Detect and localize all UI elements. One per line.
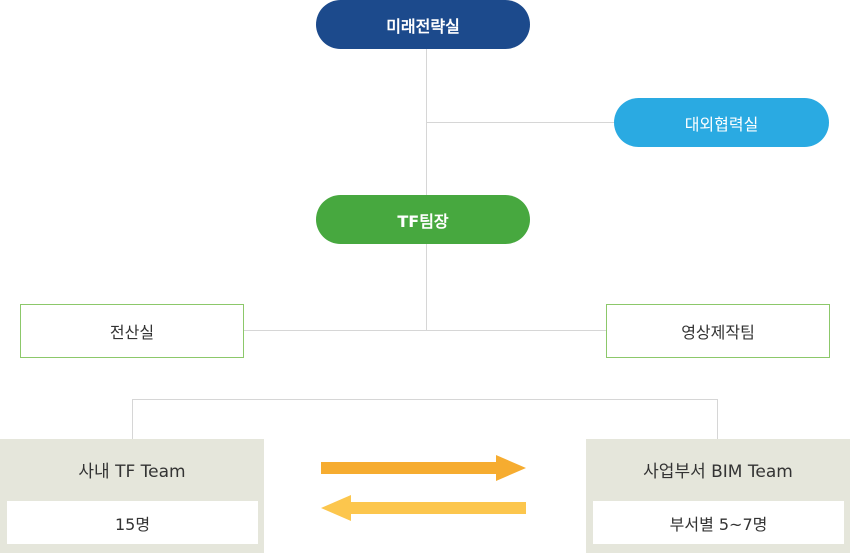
- bim-team-title: 사업부서 BIM Team: [643, 462, 793, 482]
- connector-side-horizontal: [243, 330, 607, 331]
- bim-team-box: 사업부서 BIM Team 부서별 5~7명: [586, 439, 850, 553]
- connector-main-vertical-bottom: [426, 242, 427, 331]
- tf-lead-label: TF팀장: [397, 211, 449, 231]
- internal-tf-team-count: 15명: [114, 514, 151, 534]
- left-arrow-icon: [321, 495, 526, 521]
- tf-lead-node: TF팀장: [316, 195, 530, 244]
- bim-team-count-box: 부서별 5~7명: [593, 501, 844, 544]
- internal-tf-team-box: 사내 TF Team 15명: [0, 439, 264, 553]
- computing-node: 전산실: [20, 304, 244, 358]
- future-strategy-node: 미래전략실: [316, 0, 530, 49]
- external-cooperation-node: 대외협력실: [614, 98, 829, 147]
- bim-team-count: 부서별 5~7명: [669, 514, 768, 534]
- connector-team-left-drop: [132, 399, 133, 440]
- video-production-label: 영상제작팀: [681, 323, 755, 342]
- internal-tf-team-count-box: 15명: [7, 501, 258, 544]
- connector-team-right-drop: [717, 399, 718, 440]
- future-strategy-label: 미래전략실: [386, 16, 460, 36]
- connector-external-cooperation: [426, 122, 616, 123]
- computing-label: 전산실: [109, 323, 155, 342]
- internal-tf-team-title: 사내 TF Team: [78, 462, 186, 482]
- right-arrow-icon: [321, 455, 526, 481]
- video-production-node: 영상제작팀: [606, 304, 830, 358]
- connector-main-vertical-top: [426, 48, 427, 195]
- external-cooperation-label: 대외협력실: [684, 114, 759, 134]
- connector-team-horizontal: [132, 399, 718, 400]
